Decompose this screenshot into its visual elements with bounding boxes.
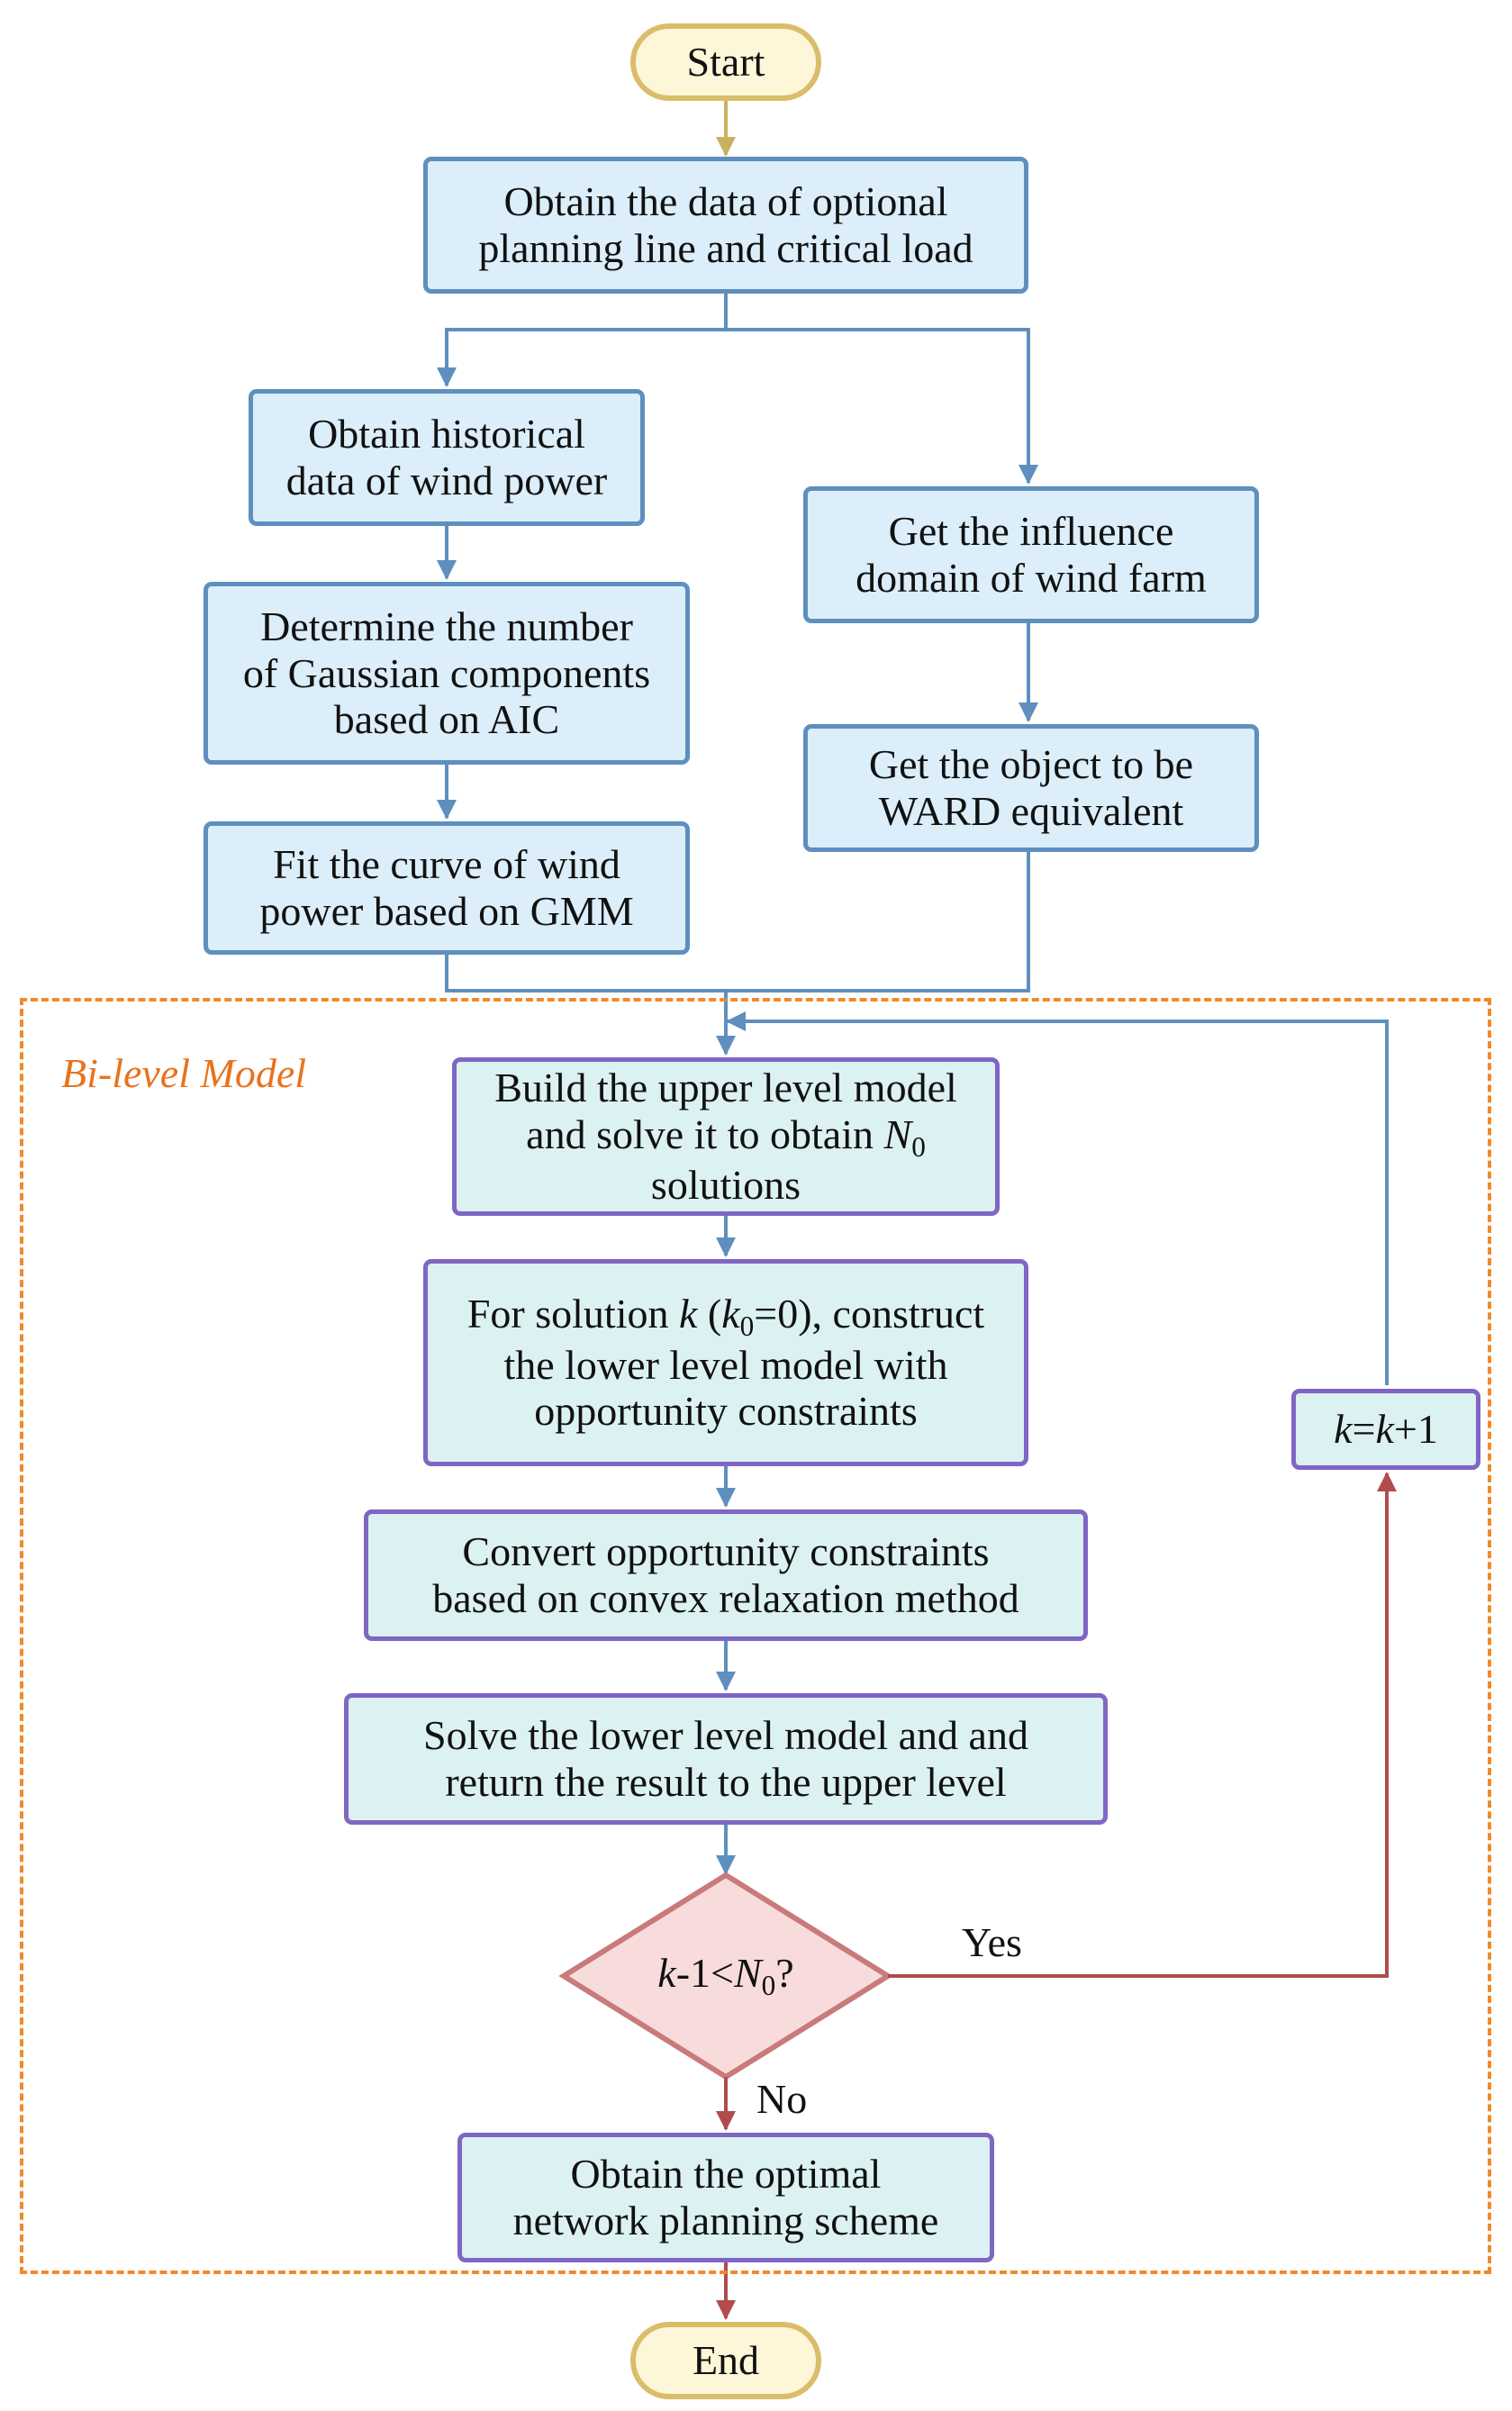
obtain-data-line-1: Obtain the data of optional: [503, 178, 948, 225]
fit-curve-line-2: power based on GMM: [259, 888, 634, 934]
convert-line-1: Convert opportunity constraints: [462, 1528, 990, 1575]
connector-yes: [888, 1472, 1397, 1978]
upper-line-3: solutions: [650, 1162, 801, 1209]
increment-label: k=k+1: [1334, 1406, 1438, 1453]
solve-line-2: return the result to the upper level: [445, 1759, 1007, 1805]
convert-line-2: based on convex relaxation method: [432, 1575, 1019, 1621]
decision-label: k-1<N0?: [657, 1950, 794, 2001]
ward-equivalent-box: Get the object to be WARD equivalent: [803, 724, 1259, 852]
ward-line-1: Get the object to be: [868, 741, 1194, 788]
influence-line-1: Get the influence: [888, 508, 1174, 555]
increment-k-box: k=k+1: [1291, 1389, 1480, 1470]
end-terminal: End: [630, 2322, 821, 2399]
lower-line-2: the lower level model with: [503, 1341, 948, 1388]
solve-line-1: Solve the lower level model and and: [423, 1712, 1028, 1759]
upper-line-1: Build the upper level model: [494, 1065, 957, 1111]
solve-lower-box: Solve the lower level model and and retu…: [344, 1693, 1108, 1825]
connector-loop-back: [726, 1011, 1389, 1385]
optimal-line-1: Obtain the optimal: [570, 2151, 882, 2198]
upper-level-model-box: Build the upper level model and solve it…: [452, 1057, 1000, 1216]
no-label: No: [756, 2076, 808, 2122]
connector-fit-merge: [445, 955, 726, 992]
gaussian-components-box: Determine the number of Gaussian compone…: [204, 582, 690, 765]
fit-curve-line-1: Fit the curve of wind: [273, 841, 620, 888]
connector-split-right: [726, 328, 1038, 485]
historical-data-box: Obtain historical data of wind power: [249, 389, 645, 526]
obtain-data-box: Obtain the data of optional planning lin…: [423, 157, 1028, 294]
historical-line-2: data of wind power: [285, 458, 608, 503]
bilevel-model-frame: [20, 998, 1491, 2274]
lower-level-model-box: For solution k (k0=0), construct the low…: [423, 1259, 1028, 1466]
connector-ward-merge: [726, 852, 1030, 992]
bilevel-model-label: Bi-level Model: [61, 1050, 307, 1096]
optimal-scheme-box: Obtain the optimal network planning sche…: [457, 2133, 994, 2262]
ward-line-2: WARD equivalent: [878, 788, 1184, 834]
lower-line-1: For solution k (k0=0), construct: [466, 1291, 985, 1342]
obtain-data-line-2: planning line and critical load: [478, 225, 973, 271]
historical-line-1: Obtain historical: [308, 411, 585, 458]
start-terminal: Start: [630, 23, 821, 101]
end-label: End: [692, 2337, 760, 2384]
fit-curve-box: Fit the curve of wind power based on GMM: [204, 821, 690, 955]
upper-line-2: and solve it to obtain N0: [526, 1110, 926, 1163]
start-label: Start: [686, 39, 765, 86]
connector-split: [437, 294, 728, 387]
gaussian-line-1: Determine the number: [260, 603, 633, 650]
gaussian-line-2: of Gaussian components: [242, 649, 651, 696]
yes-label: Yes: [962, 1919, 1022, 1965]
influence-domain-box: Get the influence domain of wind farm: [803, 486, 1259, 623]
gaussian-line-3: based on AIC: [333, 696, 560, 743]
influence-line-2: domain of wind farm: [856, 555, 1207, 601]
optimal-line-2: network planning scheme: [512, 2198, 939, 2243]
lower-line-3: opportunity constraints: [534, 1388, 918, 1435]
convert-constraints-box: Convert opportunity constraints based on…: [364, 1509, 1088, 1641]
